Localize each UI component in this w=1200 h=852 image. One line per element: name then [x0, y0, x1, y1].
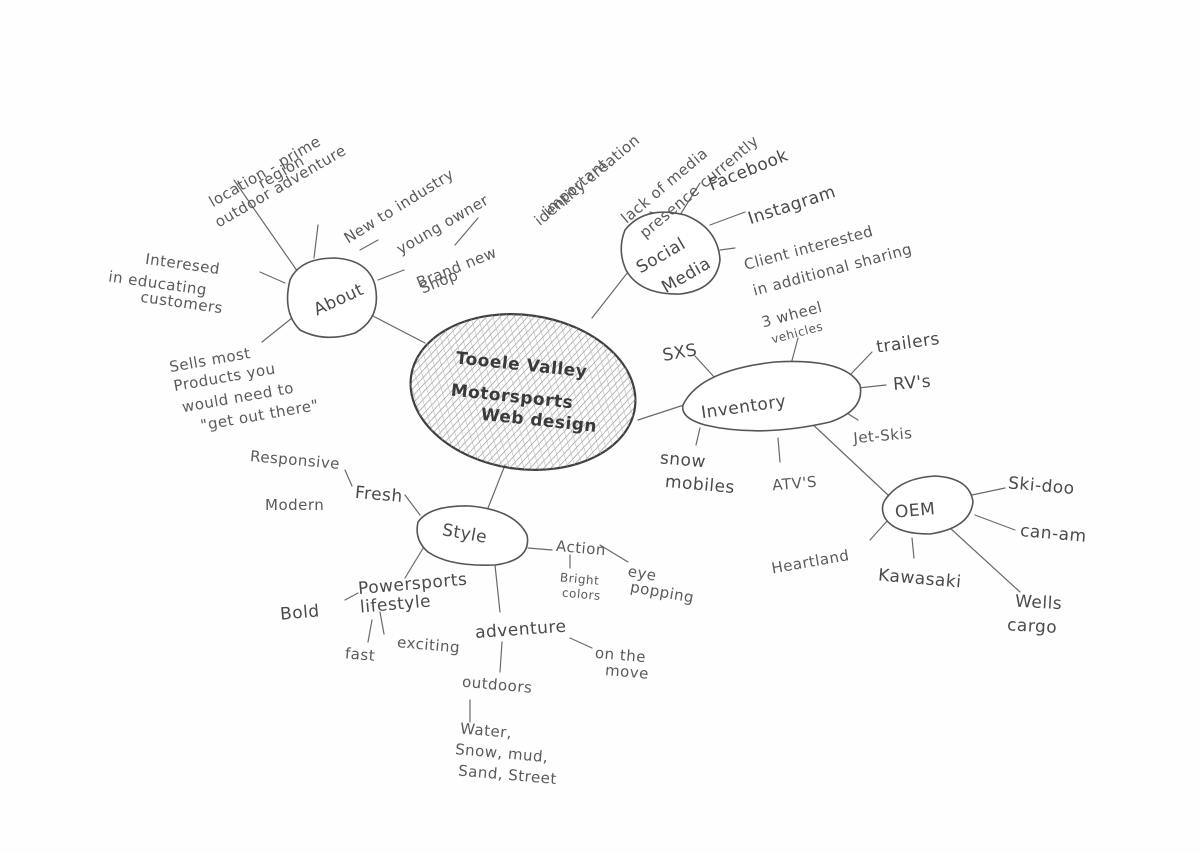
- edge-center-style: [487, 464, 506, 509]
- oem-kawasaki: Kawasaki: [877, 565, 962, 592]
- edge-brandnew-identity: [454, 217, 479, 246]
- edge-power-exciting: [379, 611, 385, 635]
- edge-fresh-responsive: [344, 469, 353, 487]
- edge-style-adventure: [494, 564, 501, 613]
- edge-inv-atvs: [777, 437, 781, 463]
- edge-about-educating: [259, 271, 286, 284]
- style-fast: fast: [344, 644, 376, 665]
- inventory-snow-1: snow: [659, 448, 707, 472]
- edge-inv-rvs: [857, 384, 887, 389]
- edge-about-sells: [261, 317, 293, 343]
- edge-oem-kawasaki: [911, 537, 915, 559]
- edge-center-social: [591, 271, 629, 319]
- inventory-atvs: ATV'S: [772, 473, 818, 495]
- about-node: About: [286, 257, 378, 339]
- inventory-sxs: SXS: [661, 340, 699, 366]
- style-fresh: Fresh: [354, 483, 403, 507]
- style-eye-1: eye: [626, 562, 658, 585]
- edge-inv-trailers: [849, 351, 873, 376]
- edge-center-inventory: [637, 402, 691, 421]
- oem-skidoo: Ski-doo: [1007, 473, 1075, 499]
- edge-style-powersports: [404, 544, 426, 579]
- edge-adventure-move: [569, 637, 593, 649]
- edge-power-bold: [344, 592, 359, 601]
- edge-oem-canam: [974, 514, 1016, 531]
- style-move-2: move: [604, 661, 649, 683]
- style-exciting: exciting: [396, 633, 460, 656]
- about-identity-2: important: [540, 155, 612, 219]
- edge-about-location: [233, 179, 301, 276]
- edge-center-about: [372, 315, 426, 344]
- style-bright-1: Bright: [559, 570, 600, 587]
- inventory-rvs: RV's: [892, 372, 932, 395]
- edge-style-fresh: [404, 494, 421, 516]
- style-bright-2: colors: [561, 586, 601, 603]
- edge-oem-skidoo: [971, 487, 1006, 496]
- edge-adventure-outdoors: [499, 641, 503, 673]
- social-media-node: Social Media: [620, 211, 721, 298]
- oem-label: OEM: [894, 499, 936, 522]
- edge-inv-sxs: [694, 355, 716, 379]
- style-adventure: adventure: [474, 617, 567, 643]
- edge-inventory-oem: [807, 419, 889, 496]
- edge-style-action: [527, 547, 553, 551]
- edge-action-eye: [599, 544, 629, 563]
- central-node: Tooele Valley Motorsports Web design: [409, 313, 637, 471]
- style-eye-2: popping: [629, 578, 696, 607]
- style-outdoors: outdoors: [461, 673, 533, 697]
- edge-about-newindustry: [313, 224, 319, 259]
- edge-about-young: [359, 239, 379, 251]
- inventory-node: Inventory: [681, 360, 862, 432]
- oem-wells-2: cargo: [1007, 615, 1058, 638]
- oem-heartland: Heartland: [770, 546, 851, 577]
- style-modern: Modern: [265, 496, 324, 514]
- style-move-1: on the: [594, 644, 646, 666]
- style-responsive: Responsive: [249, 447, 340, 473]
- edge-social-client: [719, 247, 736, 251]
- edge-oem-heartland: [869, 519, 889, 541]
- style-bold: Bold: [279, 601, 320, 624]
- edge-power-fast: [367, 619, 373, 643]
- edge-social-instagram: [709, 211, 746, 226]
- inventory-trailers: trailers: [875, 329, 941, 358]
- inventory-jetskis: Jet-Skis: [852, 424, 913, 447]
- oem-node: OEM: [881, 475, 974, 535]
- oem-canam: can-am: [1019, 521, 1087, 547]
- edge-inv-snow: [695, 427, 701, 446]
- style-node: Style: [416, 505, 529, 567]
- style-terrain-1: Water,: [459, 719, 512, 741]
- style-action: Action: [555, 537, 606, 559]
- inventory-snow-2: mobiles: [664, 472, 735, 498]
- edge-social-facebook: [679, 182, 701, 216]
- edge-oem-wells: [949, 527, 1021, 593]
- social-instagram: Instagram: [746, 182, 839, 229]
- edge-about-brandnew: [377, 269, 405, 281]
- oem-wells-1: Wells: [1015, 592, 1063, 614]
